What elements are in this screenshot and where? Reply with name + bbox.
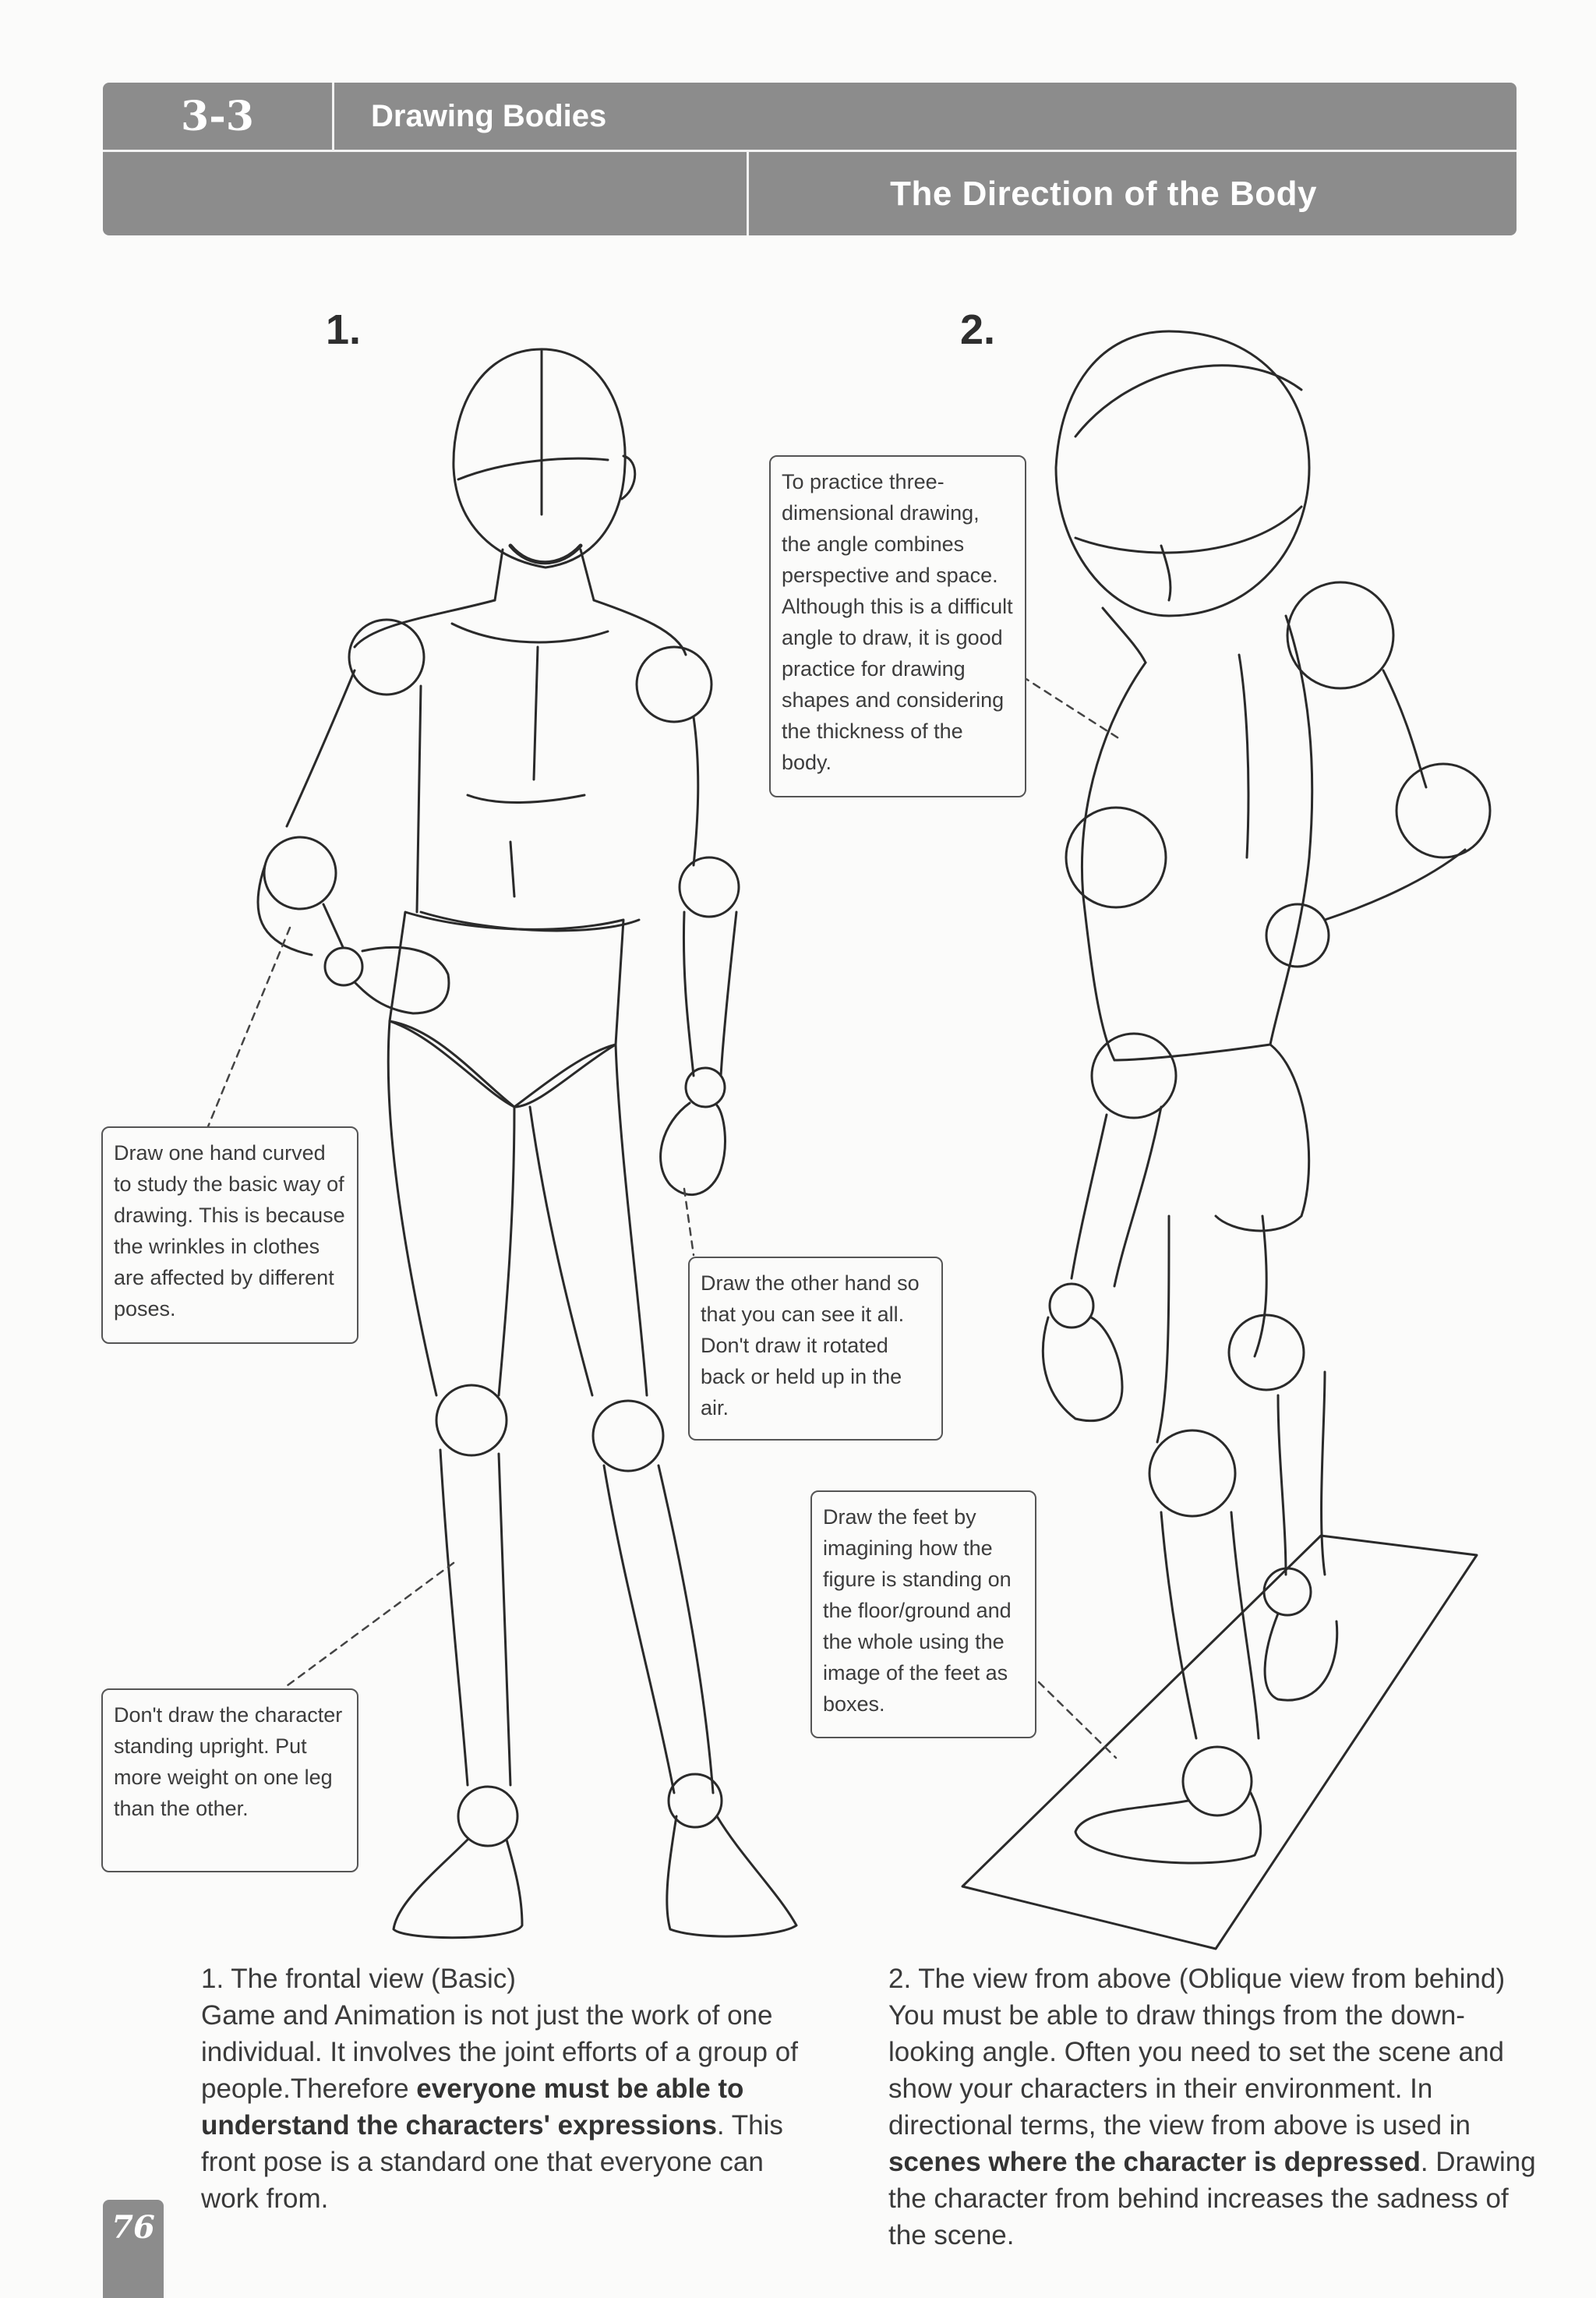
section-number: 3-3 xyxy=(181,92,254,140)
header-divider xyxy=(332,83,334,150)
header-divider xyxy=(103,150,1517,152)
caption-view-from-above: 2. The view from above (Oblique view fro… xyxy=(888,1960,1543,2254)
callout-leaders xyxy=(205,675,1124,1759)
oblique-figure xyxy=(961,330,1492,1950)
frontal-figure xyxy=(256,348,798,1939)
section-title: Drawing Bodies xyxy=(371,98,607,133)
callout-other-hand: Draw the other hand so that you can see … xyxy=(688,1257,943,1441)
callout-hand-curved: Draw one hand curved to study the basic … xyxy=(101,1126,358,1344)
figure-label-2: 2. xyxy=(960,306,996,353)
page-number: 76 xyxy=(103,2200,164,2298)
callout-three-dimensional: To practice three-dimensional drawing, t… xyxy=(769,455,1026,797)
caption-heading: 2. The view from above (Oblique view fro… xyxy=(888,1964,1506,1994)
caption-body: Game and Animation is not just the work … xyxy=(201,2000,798,2214)
callout-standing: Don't draw the character standing uprigh… xyxy=(101,1688,358,1872)
page-subtitle: The Direction of the Body xyxy=(890,174,1317,213)
figure-label-1: 1. xyxy=(326,306,362,353)
header-divider xyxy=(747,152,749,235)
caption-body: You must be able to draw things from the… xyxy=(888,2000,1536,2250)
callout-feet: Draw the feet by imagining how the figur… xyxy=(810,1490,1036,1738)
chapter-header: 3-3 Drawing Bodies The Direction of the … xyxy=(103,83,1517,235)
caption-frontal-view: 1. The frontal view (Basic) Game and Ani… xyxy=(201,1960,824,2217)
caption-heading: 1. The frontal view (Basic) xyxy=(201,1964,516,1994)
